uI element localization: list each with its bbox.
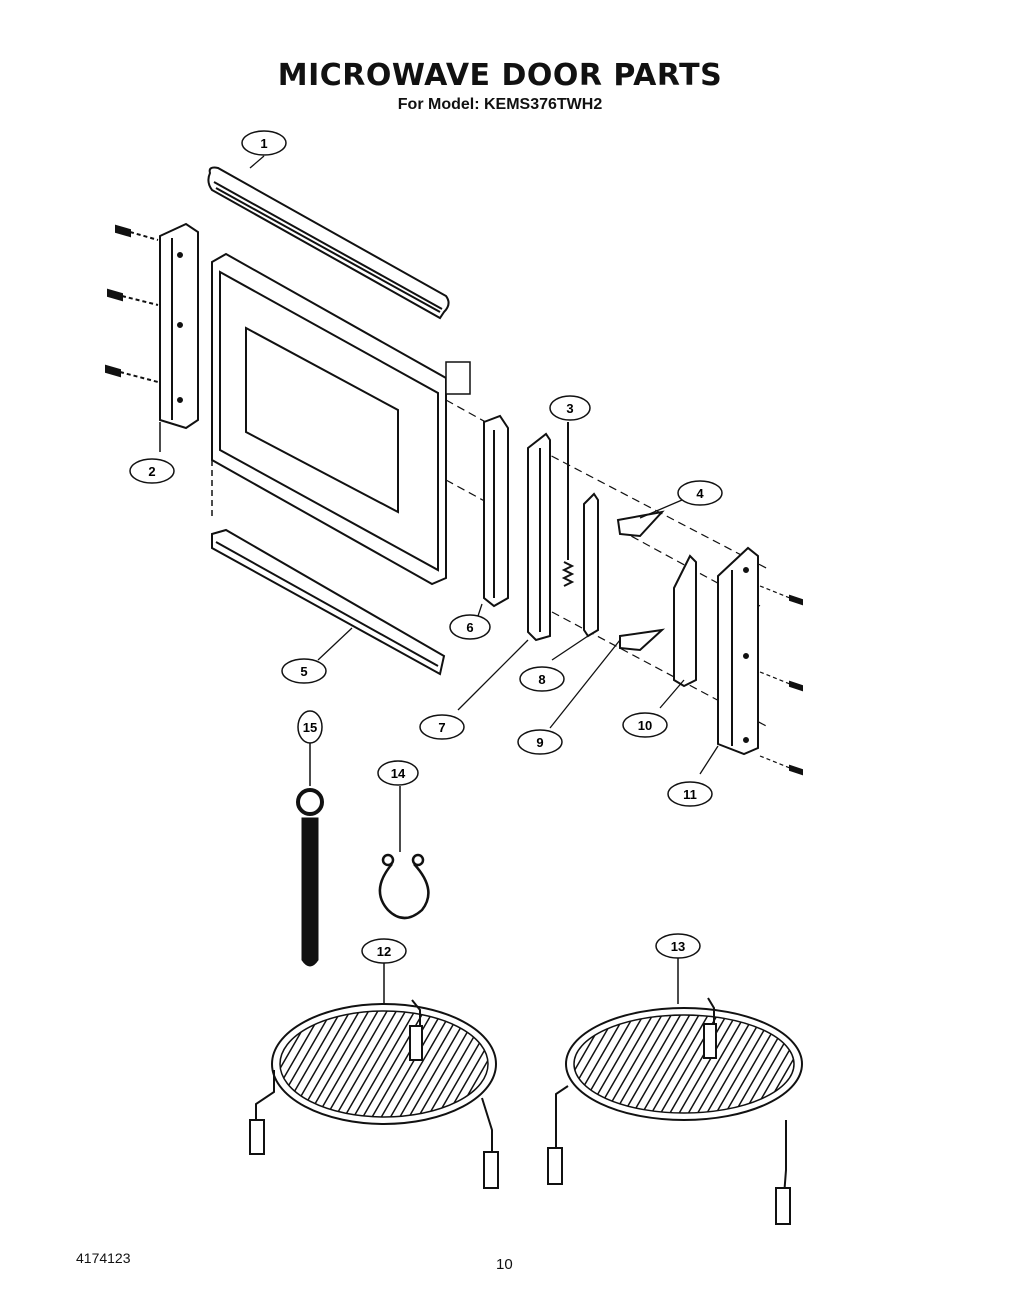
callout-number: 1 — [260, 136, 267, 151]
page-number: 10 — [496, 1256, 513, 1273]
callout-bubble — [622, 712, 668, 738]
part-13-oven-rack — [547, 958, 803, 1225]
callout-bubble — [549, 395, 591, 421]
callout-bubble — [361, 938, 407, 964]
callout-number: 11 — [683, 787, 697, 802]
callout-number: 14 — [391, 766, 406, 781]
callout-number: 10 — [638, 718, 652, 733]
model-subtitle: For Model: KEMS376TWH2 — [397, 96, 603, 113]
callout-bubble — [667, 781, 713, 807]
callout-14: 14 — [377, 760, 419, 786]
callout-bubble — [449, 614, 491, 640]
callout-9: 9 — [517, 729, 563, 755]
callout-11: 11 — [667, 781, 713, 807]
callout-15: 15 — [297, 710, 323, 744]
callout-number: 2 — [148, 464, 155, 479]
callout-number: 6 — [466, 620, 473, 635]
callout-12: 12 — [361, 938, 407, 964]
part-9-lower-latch-hook — [619, 628, 666, 652]
callout-3: 3 — [549, 395, 591, 421]
callout-bubble — [129, 458, 175, 484]
callout-1: 1 — [241, 130, 287, 156]
callout-number: 7 — [438, 720, 445, 735]
callout-number: 15 — [303, 720, 317, 735]
leader-lines — [249, 155, 719, 775]
callout-bubble — [519, 666, 565, 692]
callout-13: 13 — [655, 933, 701, 959]
callout-number: 13 — [671, 939, 685, 954]
callout-number: 12 — [377, 944, 391, 959]
callout-number: 5 — [300, 664, 307, 679]
callout-8: 8 — [519, 666, 565, 692]
part-3-spring — [561, 422, 575, 587]
part-6-latch-bracket — [483, 414, 509, 608]
part-11-side-panel — [717, 546, 803, 776]
callout-bubble — [517, 729, 563, 755]
callout-bubble — [419, 714, 465, 740]
part-7-latch-plate — [527, 432, 551, 642]
callout-bubble — [655, 933, 701, 959]
part-2-hinge-bracket — [105, 222, 199, 452]
callout-bubble — [241, 130, 287, 156]
part-15-ground-strap — [296, 742, 324, 967]
callout-7: 7 — [419, 714, 465, 740]
page-title: MICROWAVE DOOR PARTS — [277, 58, 723, 93]
part-12-oven-rack — [249, 962, 499, 1189]
door-frame-assembly — [211, 252, 471, 586]
part-5-bottom-trim — [211, 528, 446, 676]
callout-number: 9 — [536, 735, 543, 750]
callout-bubble — [377, 760, 419, 786]
callout-number: 3 — [566, 401, 573, 416]
part-8-latch-lever — [583, 492, 599, 638]
callout-5: 5 — [281, 658, 327, 684]
part-14-clip — [378, 786, 430, 920]
callout-bubble — [281, 658, 327, 684]
callout-bubble — [677, 480, 723, 506]
callout-4: 4 — [677, 480, 723, 506]
callout-10: 10 — [622, 712, 668, 738]
document-number: 4174123 — [76, 1250, 131, 1266]
callout-number: 8 — [538, 672, 545, 687]
callout-number: 4 — [696, 486, 704, 501]
callout-2: 2 — [129, 458, 175, 484]
callout-6: 6 — [449, 614, 491, 640]
part-10-hinge-plate — [673, 554, 697, 688]
callout-bubble — [297, 710, 323, 744]
part-1-top-trim — [207, 166, 450, 320]
part-4-upper-latch-hook — [616, 510, 665, 538]
